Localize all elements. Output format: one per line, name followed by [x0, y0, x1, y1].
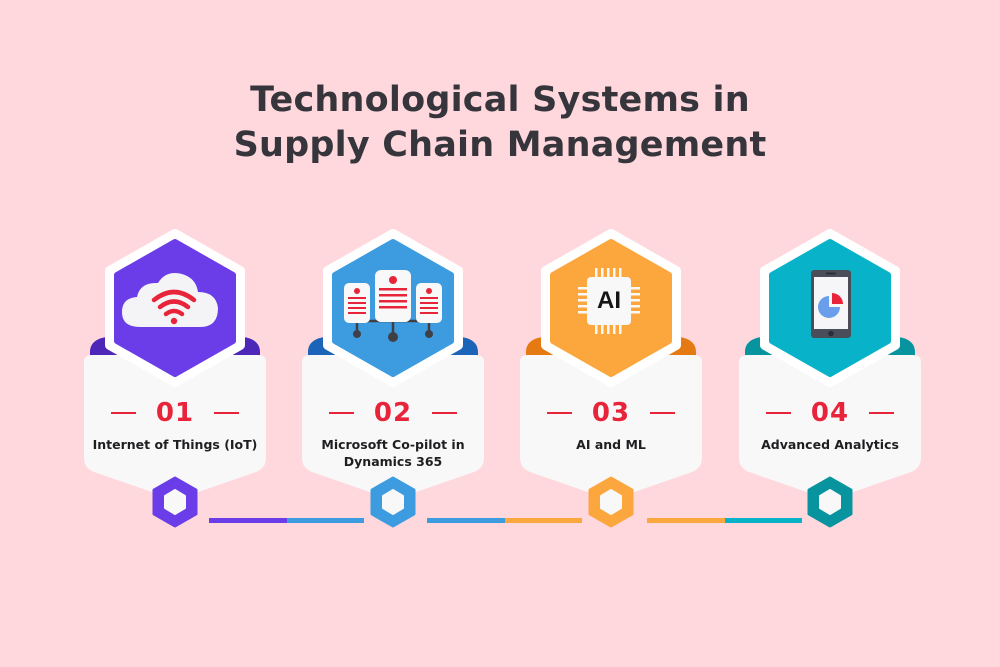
connector-segment — [505, 518, 582, 523]
dash-left — [765, 412, 791, 414]
dash-right — [432, 412, 458, 414]
dash-right — [650, 412, 676, 414]
step-marker-hexagon — [807, 476, 853, 528]
connector-segment — [287, 518, 364, 523]
step-number-row: 04 — [725, 398, 935, 428]
servers-network-icon — [344, 270, 442, 342]
step-marker-hexagon — [152, 476, 198, 528]
step-number-row: 02 — [288, 398, 498, 428]
step-label: Advanced Analytics — [761, 437, 899, 452]
dash-right — [214, 412, 240, 414]
ai-chip-text: AI — [597, 287, 621, 314]
step-card-02: 02 Microsoft Co-pilot in Dynamics 365 — [288, 0, 498, 528]
phone-pie-chart-icon — [811, 270, 851, 338]
connector-segment — [209, 518, 287, 523]
step-number: 03 — [591, 398, 631, 428]
dash-left — [110, 412, 136, 414]
card-shape — [520, 229, 702, 528]
step-card-01: 01 Internet of Things (IoT) — [70, 0, 280, 528]
step-number-row: 01 — [70, 398, 280, 428]
step-marker-hexagon — [588, 476, 634, 528]
card-shape — [739, 229, 921, 528]
step-label: Microsoft Co-pilot in Dynamics 365 — [321, 437, 465, 469]
connector-segment — [427, 518, 505, 523]
step-card-03: AI 03 AI and ML — [506, 0, 716, 528]
step-marker-hexagon — [370, 476, 416, 528]
step-number: 02 — [373, 398, 413, 428]
dash-left — [546, 412, 572, 414]
step-number: 01 — [155, 398, 195, 428]
title-line-2: Supply Chain Management — [233, 125, 767, 165]
step-card-04: 04 Advanced Analytics — [725, 0, 935, 528]
ai-chip-icon — [578, 268, 640, 334]
card-shape — [302, 229, 484, 528]
card-shape — [84, 229, 266, 528]
connector-segment — [725, 518, 802, 523]
step-label: Internet of Things (IoT) — [92, 437, 258, 452]
cloud-wifi-icon — [122, 273, 218, 327]
step-label: AI and ML — [576, 437, 646, 452]
title-line-1: Technological Systems in — [250, 80, 750, 120]
dash-right — [869, 412, 895, 414]
step-number-row: 03 — [506, 398, 716, 428]
dash-left — [328, 412, 354, 414]
page-title: Technological Systems in Supply Chain Ma… — [0, 78, 1000, 168]
connector-segment — [647, 518, 725, 523]
step-number: 04 — [810, 398, 850, 428]
